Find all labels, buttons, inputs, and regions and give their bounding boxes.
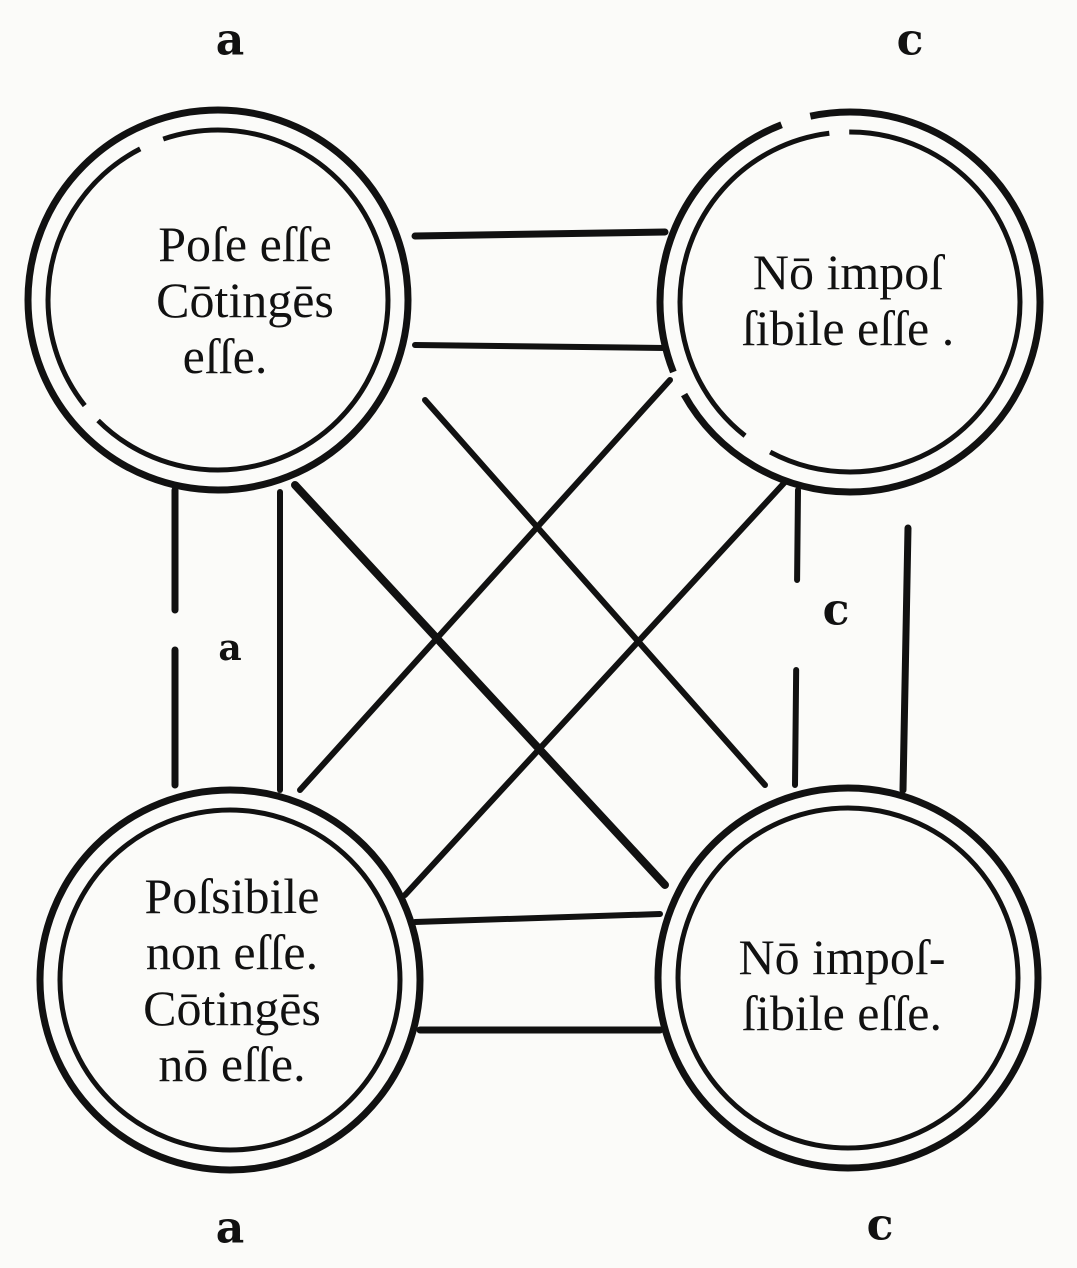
- node-line: nō eſſe.: [158, 1036, 306, 1092]
- node-line: Cōtingēs: [143, 980, 321, 1036]
- node-circle-top-left-inner: [45, 127, 391, 473]
- node-circle-bottom-left-inner: [57, 807, 403, 1153]
- node-text-bottom-left: Poſsibile non eſſe. Cōtingēs nō eſſe.: [143, 868, 321, 1092]
- top-band-lower: [412, 342, 668, 351]
- label-top-right: c: [896, 14, 924, 66]
- node-line: eſſe.: [182, 328, 268, 384]
- node-circle-top-right-outer: [656, 108, 1044, 496]
- bottom-band-upper: [412, 911, 663, 925]
- label-right-middle: c: [822, 584, 850, 636]
- node-line: ſibile eſſe.: [742, 985, 942, 1041]
- node-circle-bottom-right-inner: [675, 805, 1021, 1151]
- node-line: ſibile eſſe .: [741, 300, 955, 356]
- node-line: Poſe eſſe: [158, 216, 332, 272]
- diagonal-a-lower: [291, 481, 669, 889]
- label-top-left: a: [215, 14, 245, 66]
- node-line: Cōtingēs: [156, 272, 334, 328]
- diagonal-b-upper: [297, 377, 673, 793]
- right-band-outer: [899, 524, 912, 794]
- node-line: Nō impoſ: [752, 244, 944, 300]
- right-band-inner: [792, 487, 801, 788]
- label-bottom-right: c: [866, 1199, 894, 1251]
- node-line: Nō impoſ-: [738, 929, 946, 985]
- node-line: Poſsibile: [144, 868, 320, 924]
- node-circle-top-left-outer: [24, 106, 412, 494]
- top-band-upper: [411, 228, 669, 240]
- diagonal-b-lower: [402, 479, 788, 898]
- diagonal-a-upper: [422, 397, 768, 788]
- node-text-top-right: Nō impoſ ſibile eſſe .: [742, 244, 954, 356]
- node-line: non eſſe.: [145, 924, 319, 980]
- node-circle-top-right-inner: [677, 129, 1023, 475]
- label-left-middle: a: [218, 627, 242, 669]
- node-circle-bottom-left-outer: [36, 786, 424, 1174]
- node-text-bottom-right: Nō impoſ- ſibile eſſe.: [739, 929, 946, 1041]
- node-circle-bottom-right-outer: [654, 784, 1042, 1172]
- label-bottom-left: a: [215, 1202, 245, 1254]
- node-text-top-left: Poſe eſſe Cōtingēs eſſe.: [156, 216, 334, 384]
